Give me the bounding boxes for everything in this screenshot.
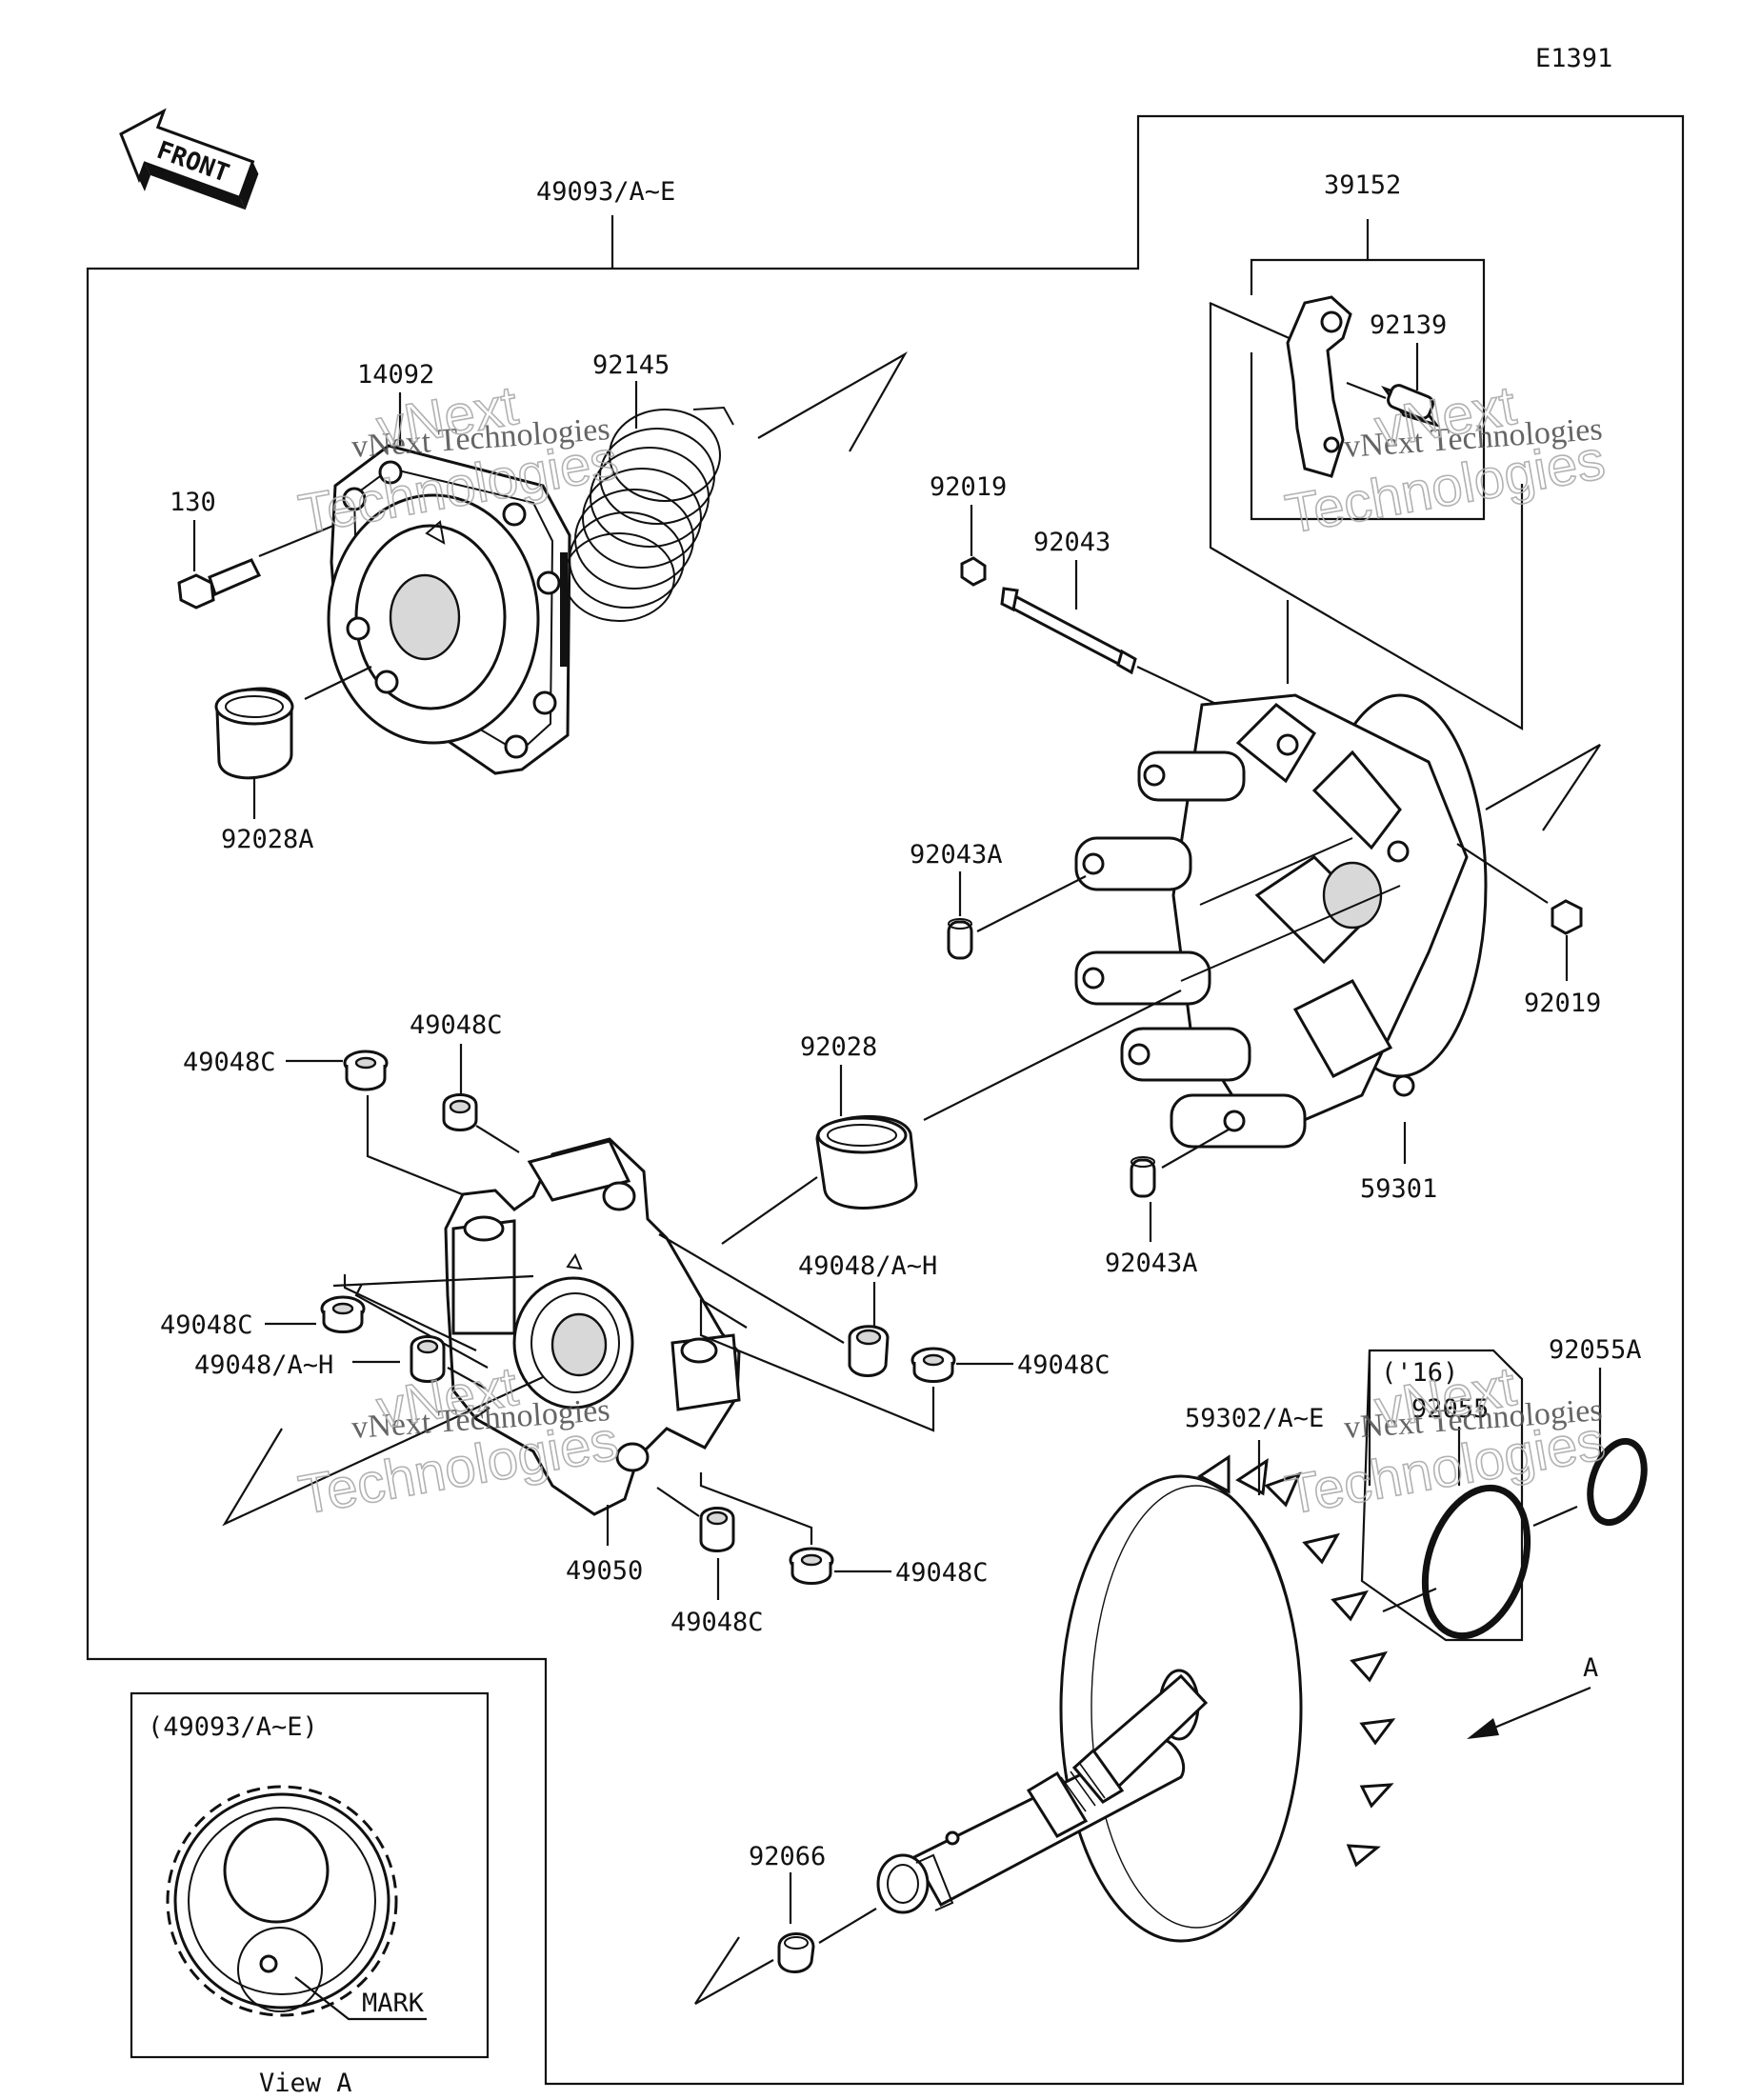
front-arrow-icon: FRONT xyxy=(119,108,259,210)
gear-view-part xyxy=(166,1785,398,2017)
grommet-49048C-e-part xyxy=(699,1507,735,1552)
assembly-frame xyxy=(86,114,1685,2086)
label-59302: 59302/A~E xyxy=(1185,1404,1324,1433)
spring-part xyxy=(563,406,734,622)
view-arrow-icon xyxy=(1467,1718,1499,1739)
pin-92043A-top-part xyxy=(947,918,973,960)
diagram-code: E1391 xyxy=(1535,44,1612,73)
label-49048C-f: 49048C xyxy=(895,1558,989,1588)
moveable-sheave-part xyxy=(1074,693,1488,1149)
grommet-49048C-a-part xyxy=(343,1050,389,1091)
label-49048C-d: 49048C xyxy=(160,1310,253,1340)
label-92043A-top: 92043A xyxy=(910,840,1003,870)
label-14092: 14092 xyxy=(357,360,434,390)
shaft-92043-part xyxy=(1000,587,1137,675)
cover-plate-part xyxy=(327,444,571,775)
grommet-49048C-f-part xyxy=(789,1547,834,1585)
label-49048C-b: 49048C xyxy=(410,1010,503,1040)
inset-view-caption: View A xyxy=(259,2069,352,2098)
label-92019-top: 92019 xyxy=(930,472,1007,502)
label-49050: 49050 xyxy=(566,1556,643,1586)
label-92043A-bottom: 92043A xyxy=(1105,1249,1198,1278)
grommet-49048C-c-part xyxy=(911,1347,956,1383)
drive-shaft-part xyxy=(876,1669,1209,1914)
watermark-4: vNext Technologies vNext Technologies xyxy=(1280,1354,1610,1527)
grommet-49048AH-a-part xyxy=(848,1325,890,1377)
nut-92019-top-part xyxy=(960,556,987,587)
pin-92043A-bottom-part xyxy=(1130,1156,1156,1198)
grommet-49048C-d-part xyxy=(320,1295,366,1333)
nut-92019-right-part xyxy=(1551,899,1583,935)
cap-92066-part xyxy=(777,1932,815,1973)
label-92066: 92066 xyxy=(749,1842,826,1871)
label-59301: 59301 xyxy=(1360,1174,1437,1204)
o-ring-92055A-part xyxy=(1587,1437,1648,1527)
label-49048AH-b: 49048/A~H xyxy=(194,1350,333,1380)
grommet-49048C-b-part xyxy=(442,1093,478,1131)
fixed-sheave-part xyxy=(1059,1454,1396,1943)
label-view-a-arrow: A xyxy=(1583,1653,1598,1683)
label-92145: 92145 xyxy=(592,350,670,380)
pin-92139-part xyxy=(1381,384,1441,428)
label-130: 130 xyxy=(170,488,216,517)
label-year16: ('16) xyxy=(1381,1358,1458,1388)
label-49093: 49093/A~E xyxy=(536,177,675,207)
label-92055A: 92055A xyxy=(1549,1335,1642,1365)
bolt-130-part xyxy=(177,558,262,610)
spider-49050-part xyxy=(444,1137,741,1516)
inset-mark-label: MARK xyxy=(362,1989,425,2018)
label-92028: 92028 xyxy=(800,1032,877,1062)
weight-arm-part xyxy=(1286,295,1352,478)
label-49048C-a: 49048C xyxy=(183,1048,276,1077)
label-92139: 92139 xyxy=(1370,310,1447,340)
label-92043: 92043 xyxy=(1033,528,1111,557)
inset-title: (49093/A~E) xyxy=(148,1712,318,1742)
label-49048C-e: 49048C xyxy=(670,1608,764,1637)
label-92019-right: 92019 xyxy=(1524,989,1601,1018)
watermark-3: vNext Technologies vNext Technologies xyxy=(293,1354,623,1527)
bushing-92028-part xyxy=(815,1114,918,1210)
inset-view-a xyxy=(130,1691,490,2059)
label-49048AH-a: 49048/A~H xyxy=(798,1251,937,1281)
bushing-92028A-part xyxy=(214,687,294,780)
label-92028A: 92028A xyxy=(221,825,314,854)
grommet-49048AH-b-part xyxy=(410,1335,446,1383)
label-39152: 39152 xyxy=(1324,170,1401,200)
o-ring-92055-part xyxy=(1421,1484,1531,1640)
label-92055: 92055 xyxy=(1411,1394,1489,1424)
label-49048C-c: 49048C xyxy=(1017,1350,1111,1380)
